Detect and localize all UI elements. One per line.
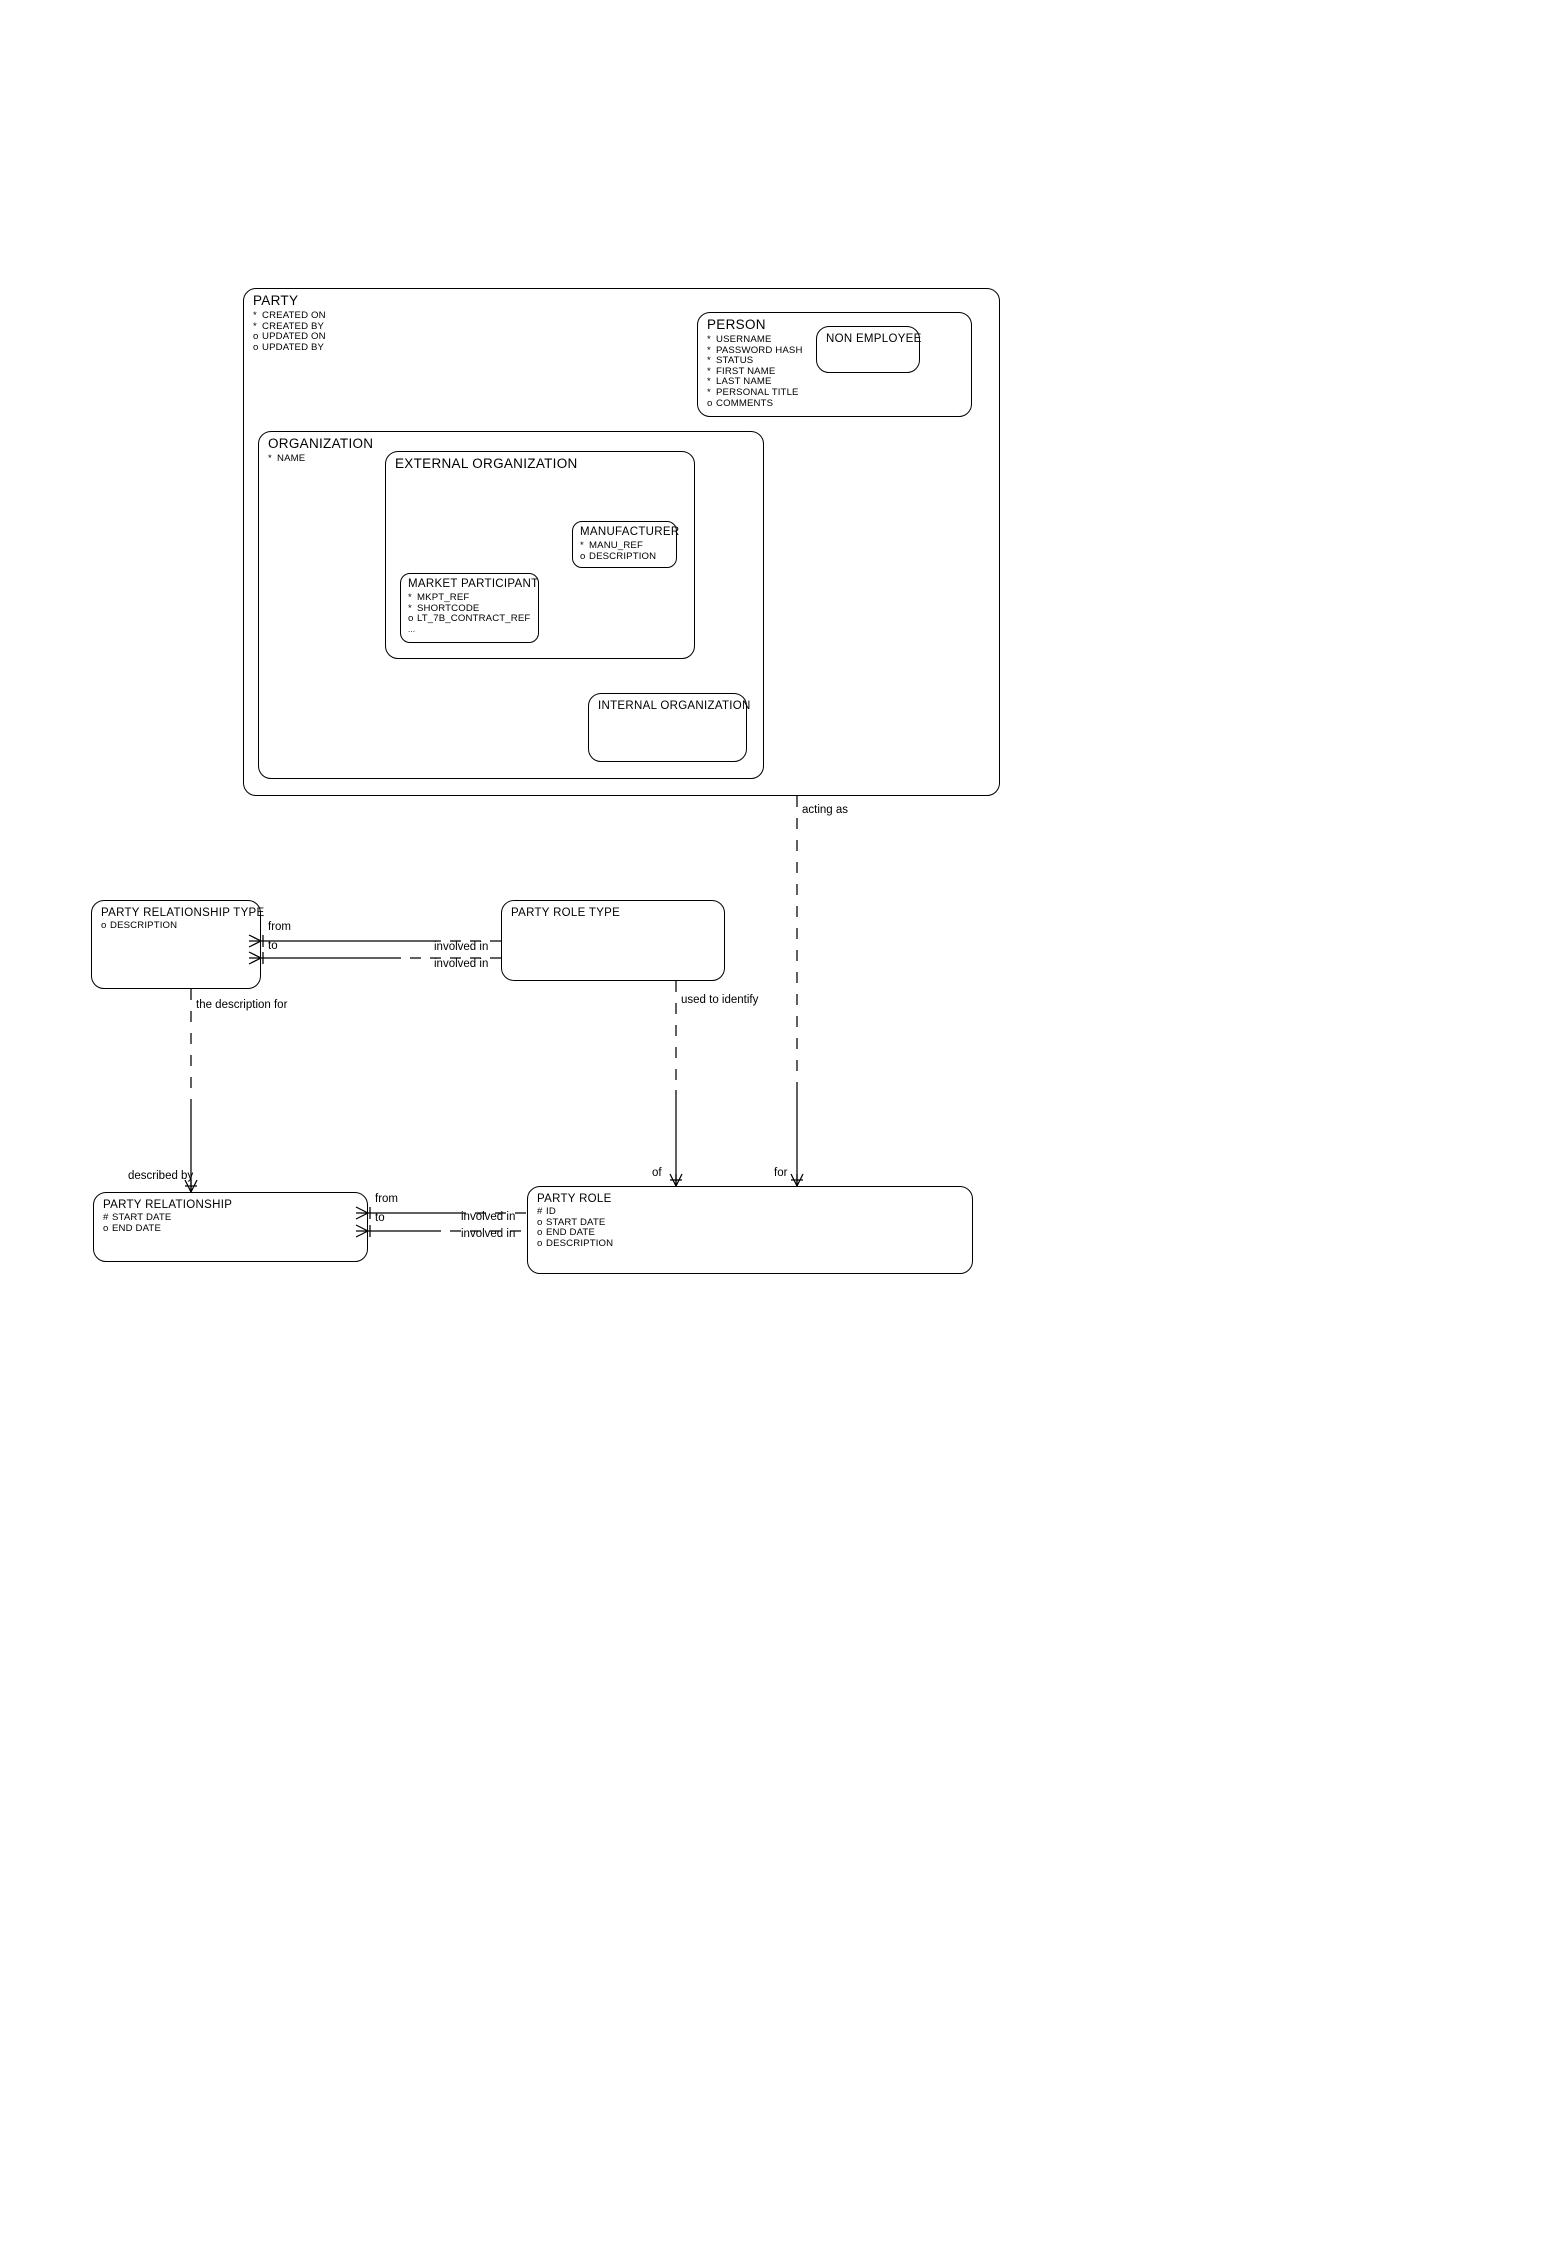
label-used-to-identify: used to identify [681, 994, 759, 1006]
entity-organization-name: ORGANIZATION [268, 436, 374, 451]
entity-party-role-type[interactable]: PARTY ROLE TYPE [501, 900, 725, 981]
attr-updated-by: UPDATED BY [262, 341, 325, 353]
attr-more-ellipsis: ... [408, 624, 416, 634]
entity-person[interactable]: PERSON *USERNAME *PASSWORD HASH *STATUS … [697, 312, 972, 417]
entity-non-employee[interactable]: NON EMPLOYEE [816, 326, 922, 373]
label-prtype-prt-involved-in-2: involved in [434, 958, 489, 970]
label-acting-as: acting as [802, 804, 849, 816]
entity-organization-attributes: *NAME [268, 453, 306, 464]
attr-updated-on: UPDATED ON [262, 331, 326, 343]
label-pr-prole-from: from [375, 1193, 398, 1205]
entity-party-relationship-type-name: PARTY RELATIONSHIP TYPE [101, 907, 265, 919]
label-of: of [652, 1167, 662, 1179]
label-prt-prtype-to: to [268, 940, 278, 952]
label-described-by: described by [128, 1170, 194, 1182]
entity-party-role-name: PARTY ROLE [537, 1193, 612, 1205]
entity-organization[interactable]: ORGANIZATION *NAME [258, 431, 764, 779]
label-prt-prtype-from: from [268, 921, 291, 933]
entity-internal-organization-name: INTERNAL ORGANIZATION [598, 700, 751, 712]
entity-non-employee-name: NON EMPLOYEE [826, 333, 922, 345]
label-prole-pr-involved-in-1: involved in [461, 1211, 516, 1223]
attr-shortcode: SHORTCODE [417, 602, 480, 614]
entity-internal-organization[interactable]: INTERNAL ORGANIZATION [588, 693, 750, 762]
attr-prole-description: DESCRIPTION [546, 1237, 614, 1249]
label-the-description-for: the description for [196, 999, 288, 1011]
entity-party-role-type-name: PARTY ROLE TYPE [511, 907, 621, 919]
attr-status: STATUS [716, 355, 754, 367]
entity-party-name: PARTY [253, 293, 299, 308]
attr-created-on: CREATED ON [262, 310, 326, 321]
label-prole-pr-involved-in-2: involved in [461, 1228, 516, 1240]
entity-party-relationship-name: PARTY RELATIONSHIP [103, 1199, 233, 1211]
entity-person-attributes: *USERNAME *PASSWORD HASH *STATUS *FIRST … [707, 334, 803, 409]
entity-external-organization-name: EXTERNAL ORGANIZATION [395, 456, 578, 471]
attr-comments: COMMENTS [716, 397, 774, 409]
attr-prt-description: DESCRIPTION [110, 920, 178, 931]
attr-prole-id: ID [546, 1206, 556, 1217]
attr-manu-ref: MANU_REF [589, 540, 643, 551]
attr-lt7b-contract-ref: LT_7B_CONTRACT_REF [417, 613, 531, 625]
entity-person-name: PERSON [707, 317, 766, 332]
label-prtype-prt-involved-in-1: involved in [434, 941, 489, 953]
attr-mkpt-ref: MKPT_REF [417, 592, 470, 603]
attr-prole-start-date: START DATE [546, 1216, 606, 1228]
entity-manufacturer-name: MANUFACTURER [580, 526, 680, 538]
label-for: for [774, 1167, 788, 1179]
attr-password-hash: PASSWORD HASH [716, 344, 803, 356]
attr-first-name: FIRST NAME [716, 365, 776, 377]
attr-name: NAME [277, 453, 306, 464]
attr-last-name: LAST NAME [716, 376, 772, 388]
attr-pr-start-date: START DATE [112, 1212, 172, 1223]
entity-market-participant[interactable]: MARKET PARTICIPANT *MKPT_REF *SHORTCODE … [400, 573, 539, 643]
attr-username: USERNAME [716, 334, 772, 345]
attr-prole-end-date: END DATE [546, 1227, 595, 1239]
attr-created-by: CREATED BY [262, 320, 325, 332]
attr-pr-end-date: END DATE [112, 1222, 161, 1234]
attr-description: DESCRIPTION [589, 550, 657, 562]
label-pr-prole-to: to [375, 1212, 385, 1224]
attr-personal-title: PERSONAL TITLE [716, 386, 799, 398]
entity-external-organization[interactable]: EXTERNAL ORGANIZATION [385, 451, 695, 659]
entity-market-participant-name: MARKET PARTICIPANT [408, 578, 539, 590]
